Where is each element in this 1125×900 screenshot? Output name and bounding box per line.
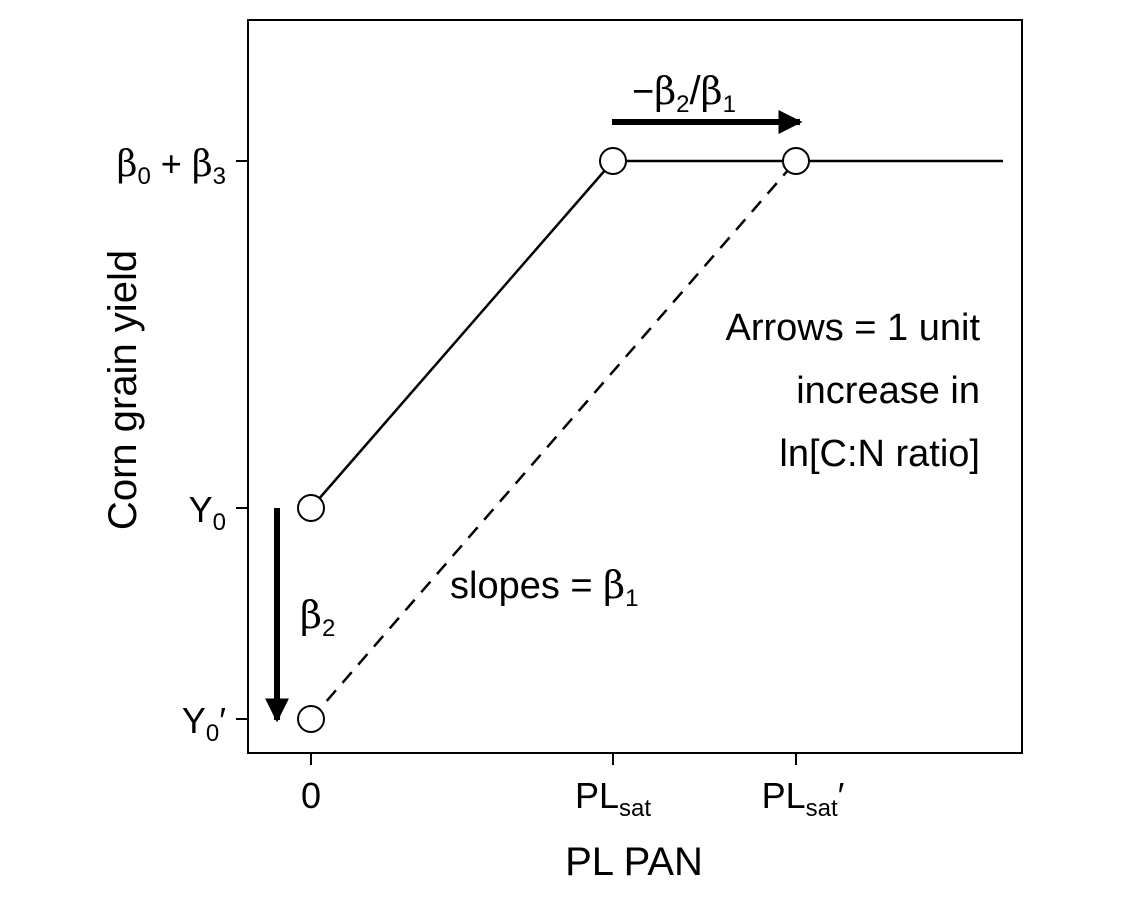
note-line-3: ln[C:N ratio] bbox=[779, 433, 980, 475]
note-line-1: Arrows = 1 unit bbox=[726, 307, 981, 349]
point-y0 bbox=[297, 494, 325, 522]
x-tick-label-plsat: PLsat bbox=[575, 775, 651, 822]
x-tick-label-zero: 0 bbox=[301, 775, 321, 816]
beta3-symbol: β bbox=[192, 144, 213, 185]
y-axis-title: Corn grain yield bbox=[101, 250, 145, 530]
x-tick-label-plsat-prime: PLsat′ bbox=[762, 775, 845, 822]
beta0-symbol: β bbox=[117, 144, 138, 185]
beta2-label: β2 bbox=[300, 593, 335, 642]
y-tick-label-y0: Y0 bbox=[189, 489, 226, 536]
point-plsat bbox=[599, 147, 627, 175]
y-tick-label-plateau: β0 + β3 bbox=[117, 143, 226, 190]
shift-label: −β2/β1 bbox=[632, 69, 736, 118]
note-line-2: increase in bbox=[796, 370, 980, 412]
plot-panel bbox=[247, 19, 1023, 754]
slopes-label: slopes = β1 bbox=[450, 563, 638, 612]
dashed-response-line bbox=[310, 160, 797, 720]
x-axis-title: PL PAN bbox=[565, 840, 703, 884]
y-tick-label-y0-prime: Y0′ bbox=[182, 700, 226, 747]
point-plsat-prime bbox=[782, 147, 810, 175]
point-y0-prime bbox=[297, 705, 325, 733]
